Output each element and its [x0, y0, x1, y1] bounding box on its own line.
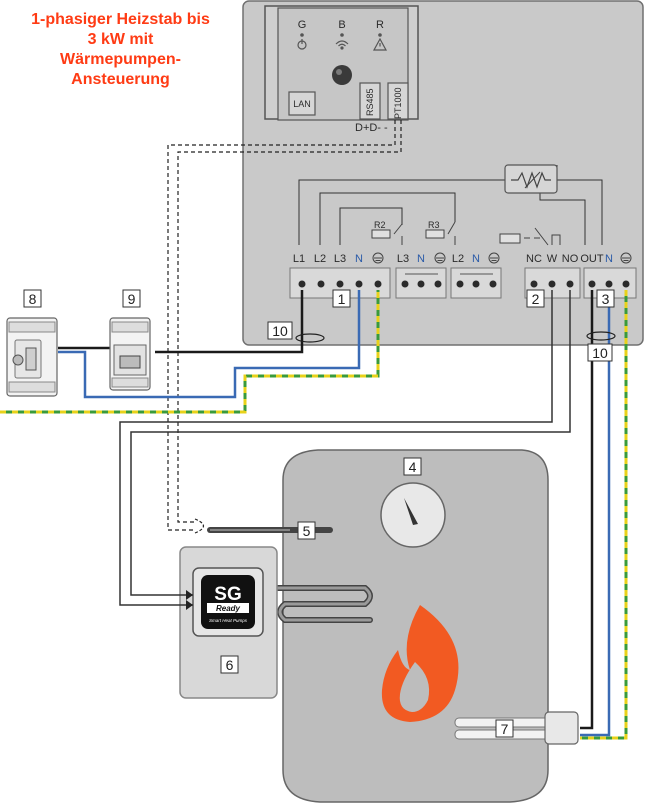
label-10-left: 10 [272, 323, 288, 339]
label-2: 2 [532, 291, 540, 307]
relay-r3-coil [425, 229, 445, 239]
title-line-3: Wärmepumpen- [60, 51, 181, 68]
terminal-label-l2: L2 [314, 253, 326, 265]
wire-neutral-heating-rod [580, 290, 611, 737]
terminal-label-w: W [547, 253, 558, 265]
title-line-2: 3 kW mit [87, 31, 154, 48]
wire-out-heating-rod [580, 290, 594, 730]
ground-icon [620, 252, 632, 264]
wire-heatpump-no [130, 290, 571, 596]
label-9: 9 [128, 291, 136, 307]
lan-label: LAN [293, 99, 311, 109]
terminal-screws [298, 280, 630, 288]
ground-icon [488, 252, 500, 264]
sg-ready-badge [201, 575, 255, 629]
title-line-1: 1-phasiger Heizstab bis [31, 11, 210, 28]
ground-icon [372, 252, 384, 264]
sensor-cable [167, 120, 402, 531]
label-1: 1 [338, 291, 346, 307]
relay-r2-coil [371, 229, 391, 239]
lan-port[interactable] [288, 91, 316, 116]
mcb-device [109, 317, 151, 391]
label-4: 4 [409, 459, 417, 475]
wire-neutral-mains [58, 290, 361, 399]
pt1000-connector[interactable] [387, 82, 409, 120]
terminal-label-l3-b: L3 [397, 253, 409, 265]
rs485-label: RS485 [365, 88, 375, 116]
diagram-title: 1-phasiger Heizstab bis 3 kW mit Wärmepu… [8, 10, 233, 90]
led-b-label: B [338, 19, 345, 31]
cable-gland-left [295, 333, 325, 343]
sg-badge-sub: Smart Heat Pumps [209, 618, 248, 623]
led-r [378, 33, 382, 37]
warning-icon [372, 37, 388, 51]
rcd-device [6, 317, 58, 397]
sg-badge-main: SG [214, 584, 241, 605]
wifi-icon [335, 40, 349, 50]
terminal-label-l3: L3 [334, 253, 346, 265]
terminal-label-n-b: N [417, 253, 425, 265]
wire-heatpump-w [119, 290, 553, 606]
relay-r3-label: R3 [428, 220, 440, 230]
led-r-label: R [376, 19, 384, 31]
terminal-label-nc: NC [526, 253, 542, 265]
label-7: 7 [501, 721, 509, 737]
led-b [340, 33, 344, 37]
terminal-label-n-out: N [605, 253, 613, 265]
terminal-label-no: NO [562, 253, 579, 265]
label-6: 6 [226, 657, 234, 673]
number-labels: 1 2 3 4 5 6 7 8 9 10 10 [23, 289, 615, 738]
relay-heatpump-coil [499, 233, 521, 244]
label-3: 3 [602, 291, 610, 307]
title-line-4: Ansteuerung [71, 71, 170, 88]
led-g-label: G [298, 19, 307, 31]
terminal-label-n-c: N [472, 253, 480, 265]
ground-icon [434, 252, 446, 264]
dial-needle-icon [404, 498, 418, 525]
terminal-label-l2-c: L2 [452, 253, 464, 265]
pt1000-label: PT1000 [393, 87, 403, 119]
push-button[interactable] [332, 65, 352, 85]
led-g [300, 33, 304, 37]
label-10-right: 10 [592, 345, 608, 361]
terminal-label-l1: L1 [293, 253, 305, 265]
heating-rod [454, 711, 579, 745]
bus-pins-label: D+D- - [355, 122, 388, 134]
cable-gland-right [586, 331, 616, 341]
label-8: 8 [29, 291, 37, 307]
heater-element-symbol [504, 164, 558, 194]
relay-r2-label: R2 [374, 220, 386, 230]
internal-wiring [298, 165, 603, 245]
rs485-connector[interactable] [359, 82, 381, 120]
sg-badge-ready: Ready [216, 604, 241, 613]
terminal-label-out: OUT [580, 253, 604, 265]
terminal-label-n: N [355, 253, 363, 265]
power-icon [297, 39, 307, 50]
label-5: 5 [303, 523, 311, 539]
